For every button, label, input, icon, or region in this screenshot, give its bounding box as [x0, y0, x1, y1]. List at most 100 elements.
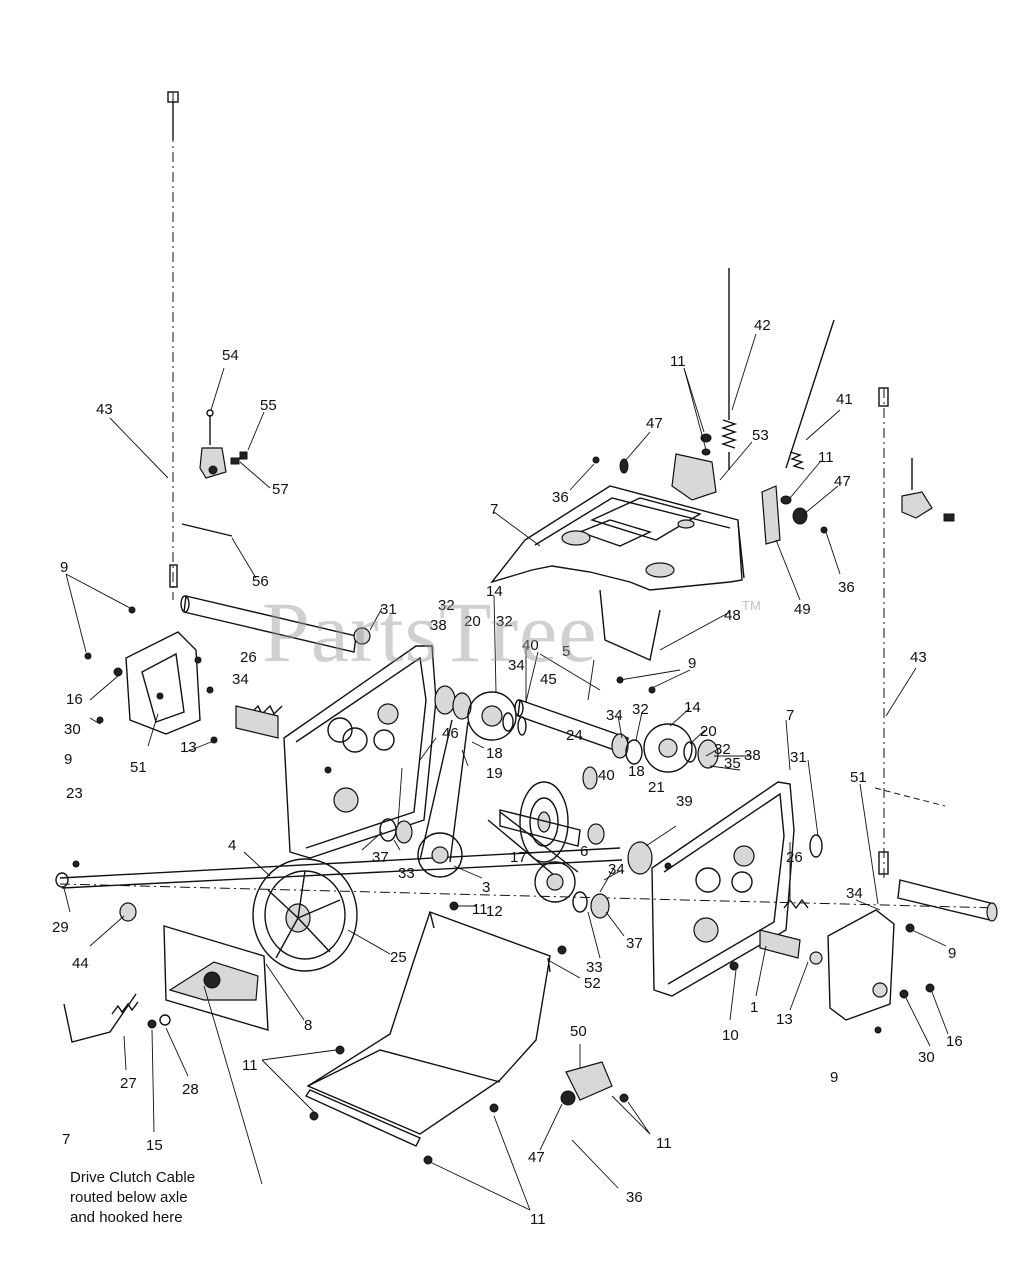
callout: 26	[786, 849, 803, 866]
leader-lines	[63, 333, 949, 1211]
callout: 1	[750, 999, 758, 1016]
callout: 44	[72, 955, 89, 972]
spring-26-left	[235, 704, 283, 739]
callout: 24	[566, 727, 583, 744]
callout: 15	[146, 1137, 163, 1154]
callout: 18	[486, 745, 503, 762]
drive-cable-left	[167, 91, 179, 600]
callout: 34	[606, 707, 623, 724]
callout: 29	[52, 919, 69, 936]
callout: 16	[66, 691, 83, 708]
callout: 18	[628, 763, 645, 780]
bracket-50	[560, 1061, 629, 1106]
callout: 46	[442, 725, 459, 742]
callout: 14	[486, 583, 503, 600]
callout: 53	[752, 427, 769, 444]
callout: 51	[130, 759, 147, 776]
callout: 9	[64, 751, 72, 768]
callout: 30	[918, 1049, 935, 1066]
callout: 9	[948, 945, 956, 962]
callout: 56	[252, 573, 269, 590]
callout: 30	[64, 721, 81, 738]
callout: 55	[260, 397, 277, 414]
callout: 45	[540, 671, 557, 688]
callout: 43	[96, 401, 113, 418]
callout: 13	[180, 739, 197, 756]
callout: 34	[846, 885, 863, 902]
callout: 32	[496, 613, 513, 630]
callout: 38	[744, 747, 761, 764]
callout: 32	[714, 741, 731, 758]
callout: 11	[670, 353, 686, 370]
callout: 37	[372, 849, 389, 866]
callout: 19	[486, 765, 503, 782]
callout: 16	[946, 1033, 963, 1050]
callout: 33	[398, 865, 415, 882]
callout: 11	[530, 1211, 546, 1228]
callout: 47	[834, 473, 851, 490]
callout: 36	[838, 579, 855, 596]
shift-rod	[761, 319, 835, 545]
friction-wheel	[252, 858, 358, 972]
callout: 5	[562, 643, 570, 660]
drive-clutch-cable-note: Drive Clutch Cable routed below axle and…	[70, 1168, 260, 1228]
callout: 9	[830, 1069, 838, 1086]
callout: 34	[508, 657, 525, 674]
callout: 3	[482, 879, 490, 896]
callout: 48	[724, 607, 741, 624]
callout: 28	[182, 1081, 199, 1098]
callout: 21	[648, 779, 665, 796]
callout: 41	[836, 391, 853, 408]
drive-cable-right	[874, 387, 946, 880]
callout: 9	[688, 655, 696, 672]
callout: 51	[850, 769, 867, 786]
callout: 54	[222, 347, 239, 364]
callout: 31	[380, 601, 397, 618]
callout: 20	[700, 723, 717, 740]
callout: 47	[528, 1149, 545, 1166]
callout: 42	[754, 317, 771, 334]
callout: 40	[522, 637, 539, 654]
callout: 11	[818, 449, 834, 466]
upper-sprocket-cluster	[434, 685, 527, 741]
callout: 7	[490, 501, 498, 518]
callout: 25	[390, 949, 407, 966]
callout: 36	[626, 1189, 643, 1206]
callout: 17	[510, 849, 527, 866]
chain-drive	[417, 719, 579, 903]
callout: 11	[242, 1057, 258, 1074]
note-line: Drive Clutch Cable	[70, 1169, 196, 1186]
callout: 31	[790, 749, 807, 766]
watermark-trademark: TM	[742, 598, 761, 613]
callout: 23	[66, 785, 83, 802]
callout: 32	[632, 701, 649, 718]
side-plate-right	[651, 781, 795, 997]
callout: 27	[120, 1075, 137, 1092]
hex-shaft-left	[180, 595, 371, 653]
right-sprocket-cluster	[379, 723, 719, 919]
top-bracket-and-spring	[671, 268, 738, 501]
callout: 37	[626, 935, 643, 952]
callout: 11	[656, 1135, 672, 1152]
callout: 47	[646, 415, 663, 432]
watermark: PartsTree	[262, 584, 598, 680]
cable-guide-bracket-left	[181, 409, 248, 537]
callout: 6	[580, 843, 588, 860]
support-plate	[163, 925, 269, 1031]
gear-case-left	[113, 631, 201, 735]
callout: 52	[584, 975, 601, 992]
callout: 32	[438, 597, 455, 614]
hardware-fasteners	[72, 433, 935, 1165]
callout: 20	[464, 613, 481, 630]
callout: 49	[794, 601, 811, 618]
callout: 12	[486, 903, 503, 920]
bottom-cover	[304, 911, 551, 1147]
note-line: and hooked here	[70, 1209, 183, 1226]
callout: 9	[60, 559, 68, 576]
callout: 11	[472, 901, 488, 918]
callout: 50	[570, 1023, 587, 1040]
callout: 36	[552, 489, 569, 506]
callout: 33	[586, 959, 603, 976]
